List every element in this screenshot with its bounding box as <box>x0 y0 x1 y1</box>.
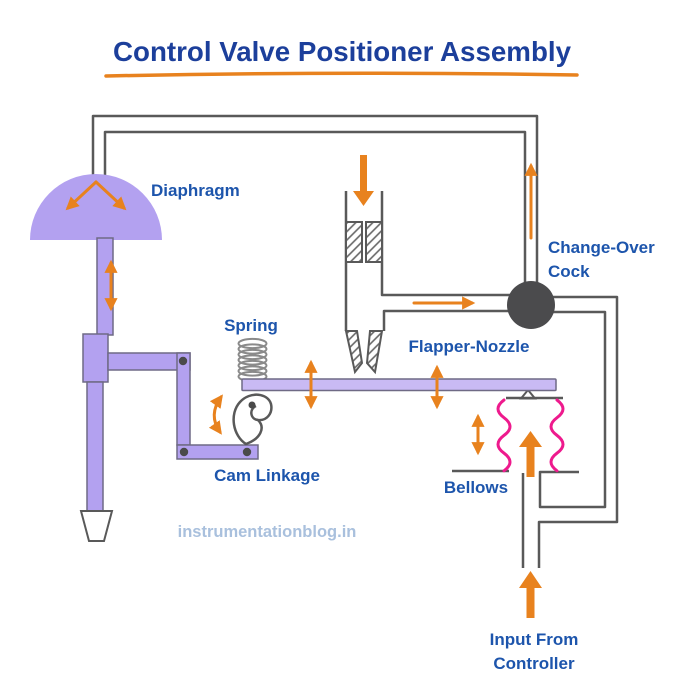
header: Control Valve Positioner Assembly <box>104 36 579 78</box>
cam-pivot-dot <box>248 401 256 409</box>
restriction-block-right <box>365 221 383 263</box>
labels: Diaphragm Spring Cam Linkage Flapper-Noz… <box>151 181 655 673</box>
label-input-line1: Input From <box>490 630 579 649</box>
label-change-over-line2: Cock <box>548 262 590 281</box>
label-cam-linkage: Cam Linkage <box>214 466 320 485</box>
pipe-right-outer <box>537 295 619 568</box>
nozzle-tip-left <box>344 330 364 375</box>
label-diaphragm: Diaphragm <box>151 181 240 200</box>
spring-coil <box>237 354 268 366</box>
bellows-wall-right <box>549 398 565 473</box>
bellows-in-arrow-icon <box>519 431 542 477</box>
pipe-nozzle-branch-bottom <box>382 309 512 331</box>
valve-plug <box>79 510 114 542</box>
linkage-bottom-bar <box>176 444 259 460</box>
label-bellows: Bellows <box>444 478 508 497</box>
label-flapper-nozzle: Flapper-Nozzle <box>409 337 530 356</box>
label-input-line2: Controller <box>493 654 575 673</box>
title-underline <box>104 71 579 78</box>
pipe-top-inner <box>103 130 527 283</box>
pivot-dot <box>179 447 189 457</box>
spring-coil <box>237 365 268 377</box>
cam-linkage <box>107 352 273 460</box>
pipe-top-outer <box>91 114 539 283</box>
spring-coil <box>237 337 268 350</box>
stem-collar <box>82 333 109 383</box>
spring <box>237 337 268 383</box>
pipe-right-inner <box>538 310 607 509</box>
flapper <box>241 378 557 392</box>
label-change-over-line1: Change-Over <box>548 238 655 257</box>
pivot-dot <box>178 356 188 366</box>
diaphragm-arrow-right-icon <box>94 180 127 211</box>
cam-profile <box>232 393 273 446</box>
change-over-cock <box>507 281 555 329</box>
spring-coil <box>237 343 268 355</box>
flapper-bar <box>241 378 557 392</box>
pivot-dot <box>242 447 252 457</box>
spring-coil <box>237 359 268 372</box>
linkage-vertical-link <box>176 352 191 446</box>
flow-arrows <box>104 155 542 618</box>
diaphragm-arrow-left-icon <box>65 180 98 211</box>
controller-in-arrow-icon <box>519 571 542 618</box>
cock-body <box>507 281 555 329</box>
label-spring: Spring <box>224 316 278 335</box>
bellows <box>496 388 565 473</box>
valve-stem-lower <box>86 381 104 512</box>
restriction-block-left <box>345 221 363 263</box>
nozzle-assembly <box>344 221 384 375</box>
pipe-nozzle-branch-top <box>380 191 512 297</box>
cam-rotation-arrow-icon <box>208 394 223 435</box>
page-title: Control Valve Positioner Assembly <box>113 36 571 67</box>
bellows-wall-left <box>496 398 512 473</box>
supply-in-arrow-icon <box>353 155 374 206</box>
spring-coil <box>237 348 268 361</box>
nozzle-tip-right <box>365 330 384 375</box>
watermark: instrumentationblog.in <box>178 523 357 541</box>
diaphragm-dome <box>30 174 162 240</box>
